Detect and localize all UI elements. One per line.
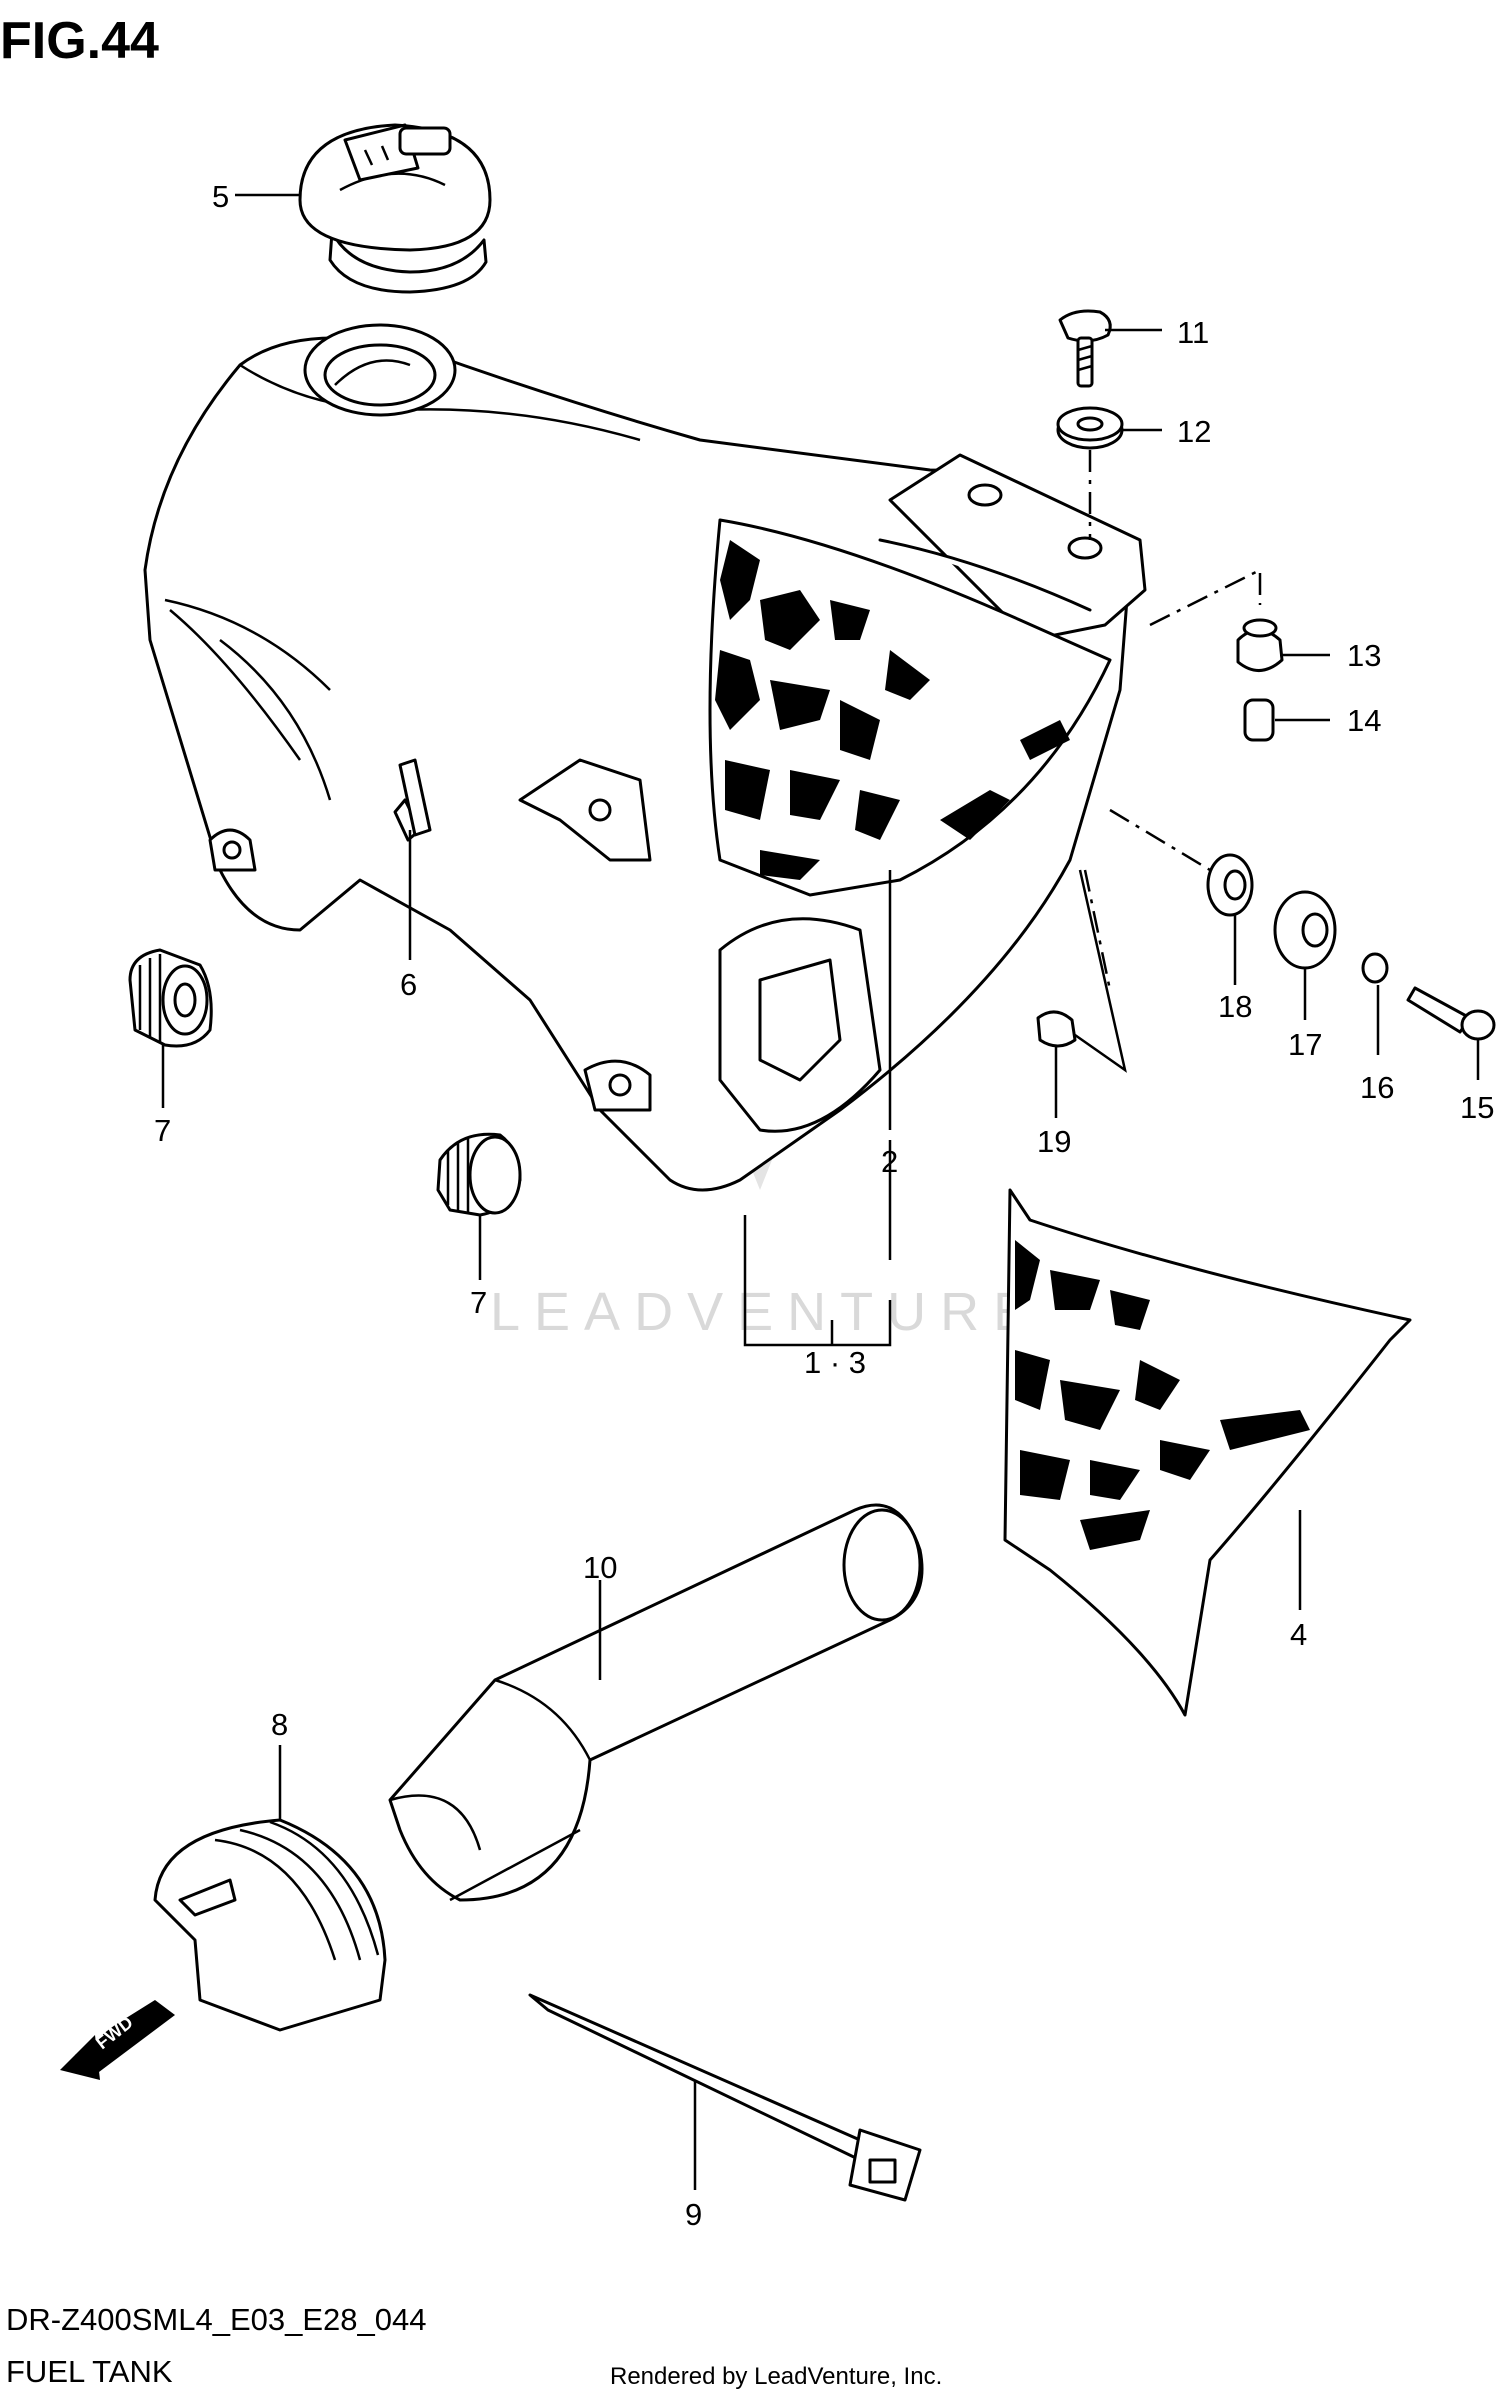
callout-9: 9 [685,2197,702,2232]
callout-16: 16 [1360,1070,1394,1105]
callout-1-3: 1 · 3 [804,1345,866,1380]
callout-17: 17 [1288,1027,1322,1062]
callout-7-lower: 7 [470,1285,487,1320]
callout-6: 6 [400,967,417,1002]
part-7-cap-lower[interactable] [436,1132,522,1217]
part-14-spacer[interactable] [1243,698,1275,742]
callout-4: 4 [1290,1617,1307,1652]
section-name: FUEL TANK [6,2354,173,2389]
watermark-text: LEADVENTURE [490,1282,1043,1342]
callout-11: 11 [1177,315,1209,350]
part-12-collar[interactable] [1056,406,1124,450]
part-7-cap-upper[interactable] [128,948,213,1048]
leader-lines [161,193,1480,2190]
figure-title: FIG.44 [0,12,159,70]
fwd-arrow-icon: FWD [60,2000,175,2080]
render-credit: Rendered by LeadVenture, Inc. [610,2363,942,2390]
part-11-bolt[interactable] [1058,309,1112,388]
callout-19: 19 [1037,1124,1071,1159]
callout-8: 8 [271,1707,288,1742]
model-code: DR-Z400SML4_E03_E28_044 [6,2302,427,2337]
callout-12: 12 [1177,414,1211,449]
callout-13: 13 [1347,638,1381,673]
callout-10: 10 [583,1550,617,1585]
part-13-grommet[interactable] [1236,618,1284,672]
callout-2: 2 [881,1144,898,1179]
callout-18: 18 [1218,989,1252,1024]
part-16-washer[interactable] [1361,952,1389,984]
part-6-cushion[interactable] [398,758,432,837]
callout-5: 5 [212,179,229,214]
part-15-bolt[interactable] [1406,986,1496,1041]
part-19-nut[interactable] [1036,1010,1077,1048]
callout-14: 14 [1347,703,1381,738]
part-4-camo [1015,1240,1310,1550]
centre-lines [1083,450,1262,991]
part-2-camo-decal-tank [715,540,1070,880]
callout-7-upper: 7 [154,1113,171,1148]
part-8-cushion-clamp[interactable] [153,1818,387,2032]
part-1-fuel-tank[interactable] [143,323,1147,1192]
part-9-cable-tie[interactable] [528,1993,922,2202]
part-10-tube-cover[interactable] [388,1503,924,1902]
part-5-fuel-cap[interactable] [298,123,492,294]
callout-15: 15 [1460,1090,1494,1125]
part-18-cushion[interactable] [1206,853,1254,917]
part-17-cushion[interactable] [1273,890,1337,970]
